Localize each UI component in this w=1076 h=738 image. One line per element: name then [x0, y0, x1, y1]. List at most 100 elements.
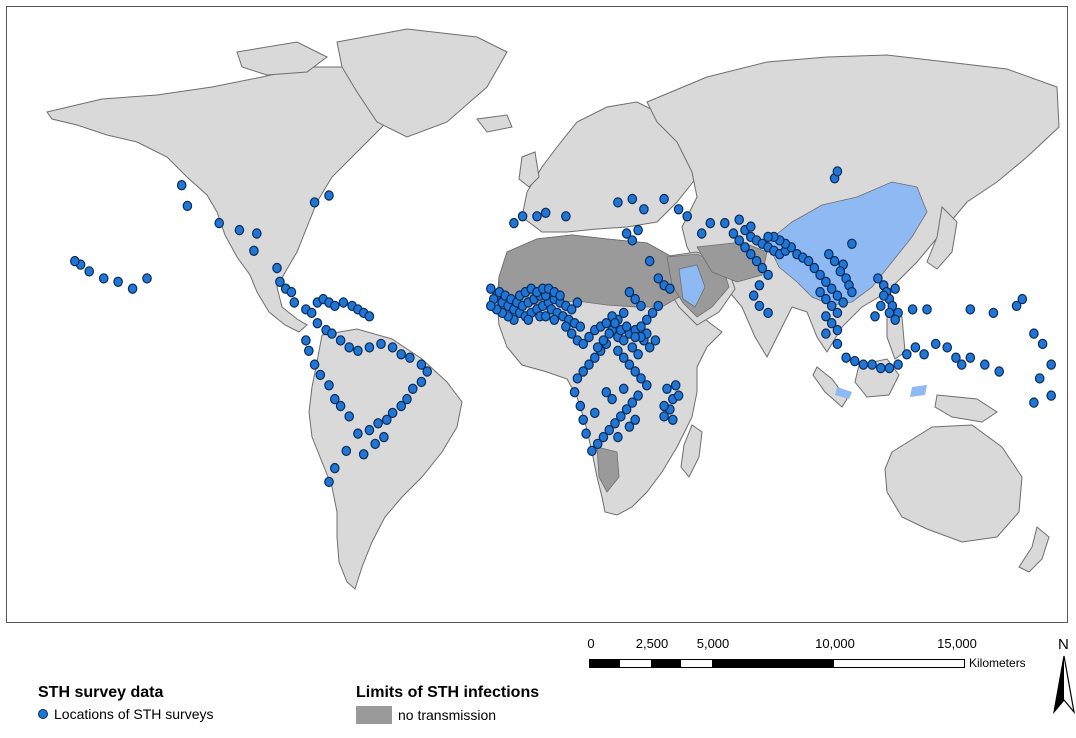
- legend-limits-item: no transmission: [356, 706, 539, 724]
- survey-point: [942, 342, 952, 353]
- survey-point: [821, 328, 831, 339]
- survey-point: [951, 352, 961, 363]
- survey-point: [329, 393, 340, 405]
- survey-point: [884, 362, 895, 374]
- survey-point: [549, 314, 560, 325]
- survey-point: [405, 352, 415, 363]
- survey-point: [641, 380, 652, 391]
- survey-point: [633, 349, 643, 360]
- survey-point: [584, 331, 594, 343]
- survey-point: [592, 342, 603, 353]
- survey-point: [364, 424, 375, 436]
- survey-point: [584, 359, 594, 370]
- highlight-indonesia: [835, 385, 927, 399]
- survey-point: [610, 318, 620, 329]
- survey-point: [875, 300, 886, 312]
- survey-point: [312, 318, 323, 329]
- survey-point: [353, 428, 363, 439]
- survey-point: [763, 307, 773, 319]
- survey-point: [751, 255, 762, 267]
- survey-point: [598, 431, 609, 443]
- survey-point: [578, 366, 588, 377]
- survey-point: [832, 290, 843, 301]
- survey-point: [335, 335, 346, 346]
- survey-point: [650, 335, 661, 346]
- landmass-new-zealand: [1018, 526, 1050, 573]
- survey-point: [324, 190, 334, 201]
- survey-point: [696, 228, 707, 239]
- survey-point: [566, 328, 577, 339]
- survey-point: [1037, 338, 1048, 350]
- scale-units: Kilometers: [969, 656, 1026, 670]
- survey-point: [309, 197, 320, 208]
- survey-point: [335, 400, 346, 412]
- survey-point: [847, 238, 857, 249]
- legend-survey-item: Locations of STH surveys: [38, 706, 214, 722]
- survey-point: [803, 255, 814, 267]
- landmass-new-guinea: [934, 394, 998, 423]
- survey-point: [364, 342, 375, 353]
- survey-point: [301, 335, 311, 346]
- survey-point: [815, 286, 825, 298]
- survey-point: [341, 445, 352, 457]
- scale-bar-segments: [589, 659, 965, 668]
- world-map: [46, 28, 1060, 590]
- survey-point: [821, 293, 831, 305]
- survey-point: [728, 228, 739, 239]
- survey-point: [379, 431, 389, 443]
- no-transmission-swatch: [356, 706, 392, 724]
- survey-point: [644, 255, 655, 267]
- survey-point: [644, 342, 655, 353]
- survey-point: [890, 283, 900, 294]
- survey-point: [286, 286, 297, 298]
- survey-point: [613, 431, 623, 443]
- no-transmission-areas: [498, 234, 768, 493]
- survey-point: [589, 352, 600, 363]
- survey-point: [630, 293, 640, 305]
- survey-point: [353, 345, 363, 356]
- survey-point: [509, 217, 519, 229]
- survey-point: [636, 321, 646, 332]
- survey-point: [621, 404, 632, 415]
- survey-point: [327, 328, 337, 339]
- survey-point: [234, 224, 245, 236]
- landmass-iceland: [476, 114, 513, 133]
- survey-point: [647, 307, 658, 319]
- survey-point: [630, 414, 640, 425]
- survey-point: [1029, 397, 1039, 408]
- survey-point: [364, 311, 375, 322]
- survey-point: [1011, 300, 1022, 312]
- survey-point: [838, 297, 848, 308]
- survey-point: [142, 273, 152, 284]
- survey-point: [578, 338, 588, 350]
- scale-tick-label: 10,000: [815, 636, 855, 651]
- survey-point: [884, 307, 895, 319]
- survey-point: [832, 338, 843, 350]
- survey-point: [309, 359, 320, 370]
- scale-tick-label: 5,000: [696, 636, 730, 651]
- survey-point: [289, 297, 300, 308]
- survey-point: [832, 307, 843, 319]
- survey-point: [624, 286, 635, 298]
- survey-point: [615, 411, 626, 422]
- survey-point: [662, 383, 672, 394]
- survey-point: [826, 283, 837, 294]
- survey-point: [630, 331, 640, 343]
- survey-point: [748, 290, 759, 301]
- survey-point: [835, 266, 846, 277]
- survey-point: [809, 262, 820, 274]
- survey-point: [517, 211, 528, 222]
- survey-point: [344, 411, 354, 422]
- survey-point: [555, 290, 565, 301]
- survey-point: [847, 286, 857, 298]
- survey-point: [589, 407, 600, 419]
- scale-tick-label: 2,500: [635, 636, 669, 651]
- survey-point: [745, 248, 756, 260]
- survey-point: [610, 418, 620, 429]
- landmass-uk: [518, 151, 540, 188]
- survey-point: [370, 438, 380, 450]
- north-arrow-icon: [1053, 655, 1075, 715]
- survey-point: [988, 307, 999, 319]
- survey-point: [113, 276, 123, 287]
- survey-point: [1017, 293, 1028, 305]
